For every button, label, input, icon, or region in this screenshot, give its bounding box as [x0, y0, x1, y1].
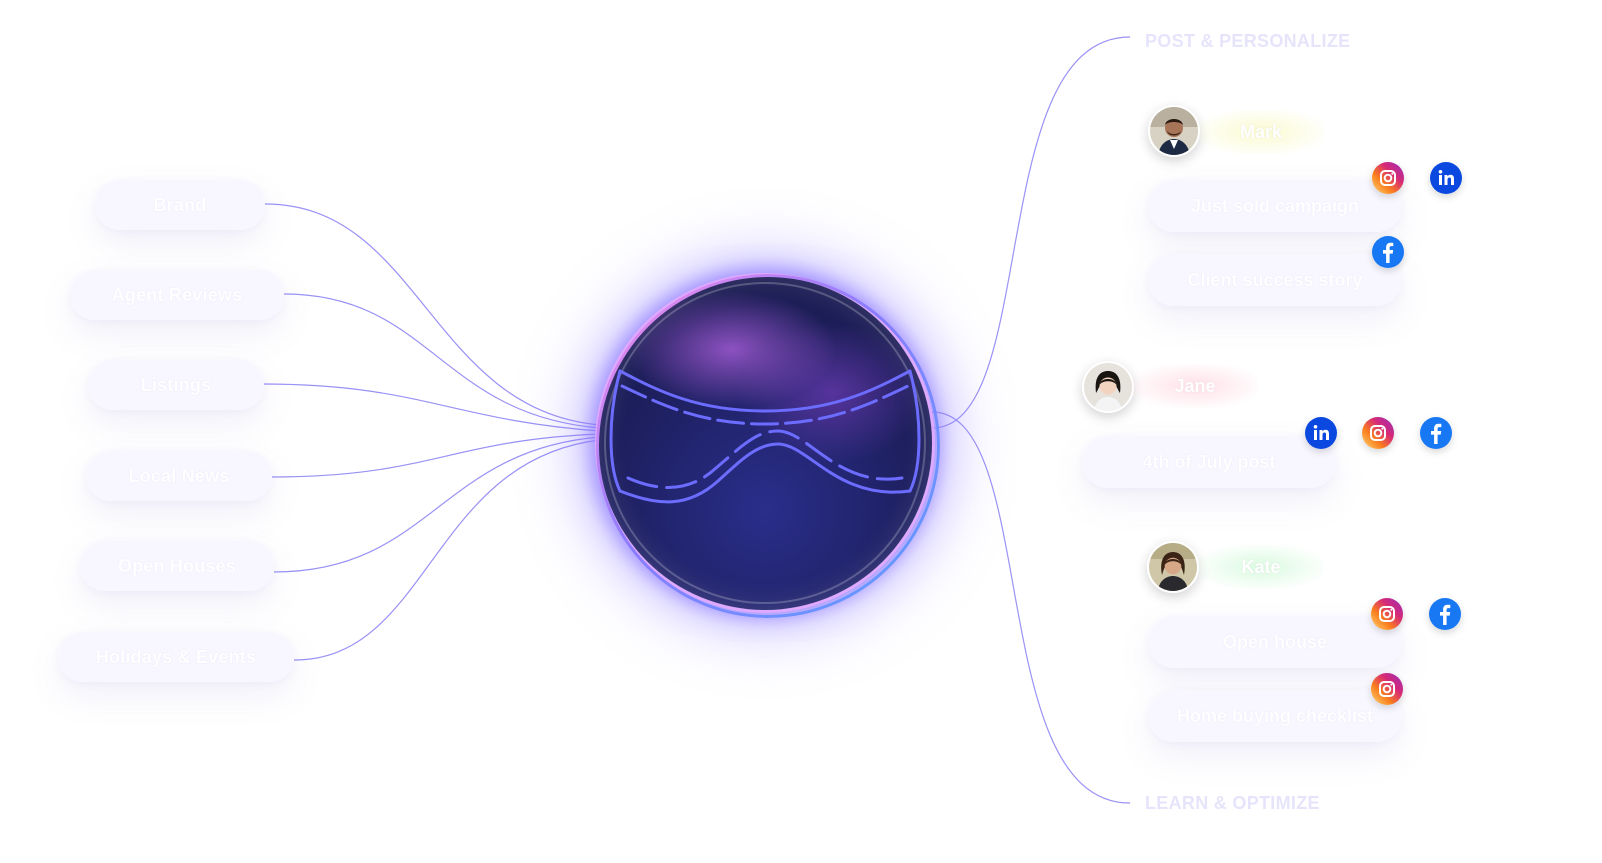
source-holidays-events-label: Holidays & Events — [95, 646, 257, 667]
source-brand[interactable]: Brand — [95, 180, 265, 230]
campaign-home-buying-checklist[interactable]: Home buying checklist — [1148, 690, 1402, 742]
agent-name-kate-label: Kate — [1241, 556, 1281, 577]
campaign-4th-of-july-label: 4th of July post — [1142, 451, 1276, 472]
campaign-just-sold-label: Just sold campaign — [1190, 195, 1360, 216]
agent-avatar-jane — [1082, 361, 1134, 413]
agent-avatar-kate — [1147, 541, 1199, 593]
source-holidays-events[interactable]: Holidays & Events — [58, 632, 294, 682]
campaign-open-house[interactable]: Open house — [1148, 616, 1402, 668]
instagram-icon[interactable] — [1362, 417, 1394, 449]
source-open-houses-label: Open Houses — [117, 555, 237, 576]
facebook-icon[interactable] — [1429, 598, 1461, 630]
campaign-client-success-story-label: Client success story — [1187, 269, 1363, 290]
agent-name-mark: Mark — [1198, 110, 1324, 154]
facebook-icon[interactable] — [1372, 236, 1404, 268]
source-agent-reviews[interactable]: Agent Reviews — [70, 270, 284, 320]
wave-logo-icon — [609, 369, 921, 504]
campaign-client-success-story[interactable]: Client success story — [1148, 254, 1402, 306]
campaign-4th-of-july[interactable]: 4th of July post — [1082, 436, 1336, 488]
instagram-icon[interactable] — [1371, 598, 1403, 630]
instagram-icon[interactable] — [1371, 673, 1403, 705]
agent-name-mark-label: Mark — [1239, 121, 1283, 142]
instagram-icon[interactable] — [1372, 162, 1404, 194]
linkedin-icon[interactable] — [1305, 417, 1337, 449]
source-agent-reviews-label: Agent Reviews — [111, 284, 243, 305]
campaign-open-house-label: Open house — [1222, 631, 1327, 652]
campaign-home-buying-checklist-label: Home buying checklist — [1176, 705, 1374, 726]
agent-name-jane-label: Jane — [1174, 375, 1216, 396]
section-title-post-personalize: POST & PERSONALIZE — [1145, 31, 1351, 51]
agent-name-jane: Jane — [1132, 364, 1258, 408]
source-open-houses[interactable]: Open Houses — [80, 541, 274, 591]
agent-name-kate: Kate — [1198, 545, 1324, 589]
source-listings[interactable]: Listings — [88, 360, 264, 410]
source-local-news-label: Local News — [128, 465, 230, 486]
facebook-icon[interactable] — [1420, 417, 1452, 449]
source-brand-label: Brand — [153, 194, 207, 215]
campaign-just-sold[interactable]: Just sold campaign — [1148, 180, 1402, 232]
section-title-learn-optimize: LEARN & OPTIMIZE — [1145, 793, 1320, 813]
agent-avatar-mark — [1148, 105, 1200, 157]
source-listings-label: Listings — [140, 374, 212, 395]
source-local-news[interactable]: Local News — [86, 451, 272, 501]
linkedin-icon[interactable] — [1430, 162, 1462, 194]
